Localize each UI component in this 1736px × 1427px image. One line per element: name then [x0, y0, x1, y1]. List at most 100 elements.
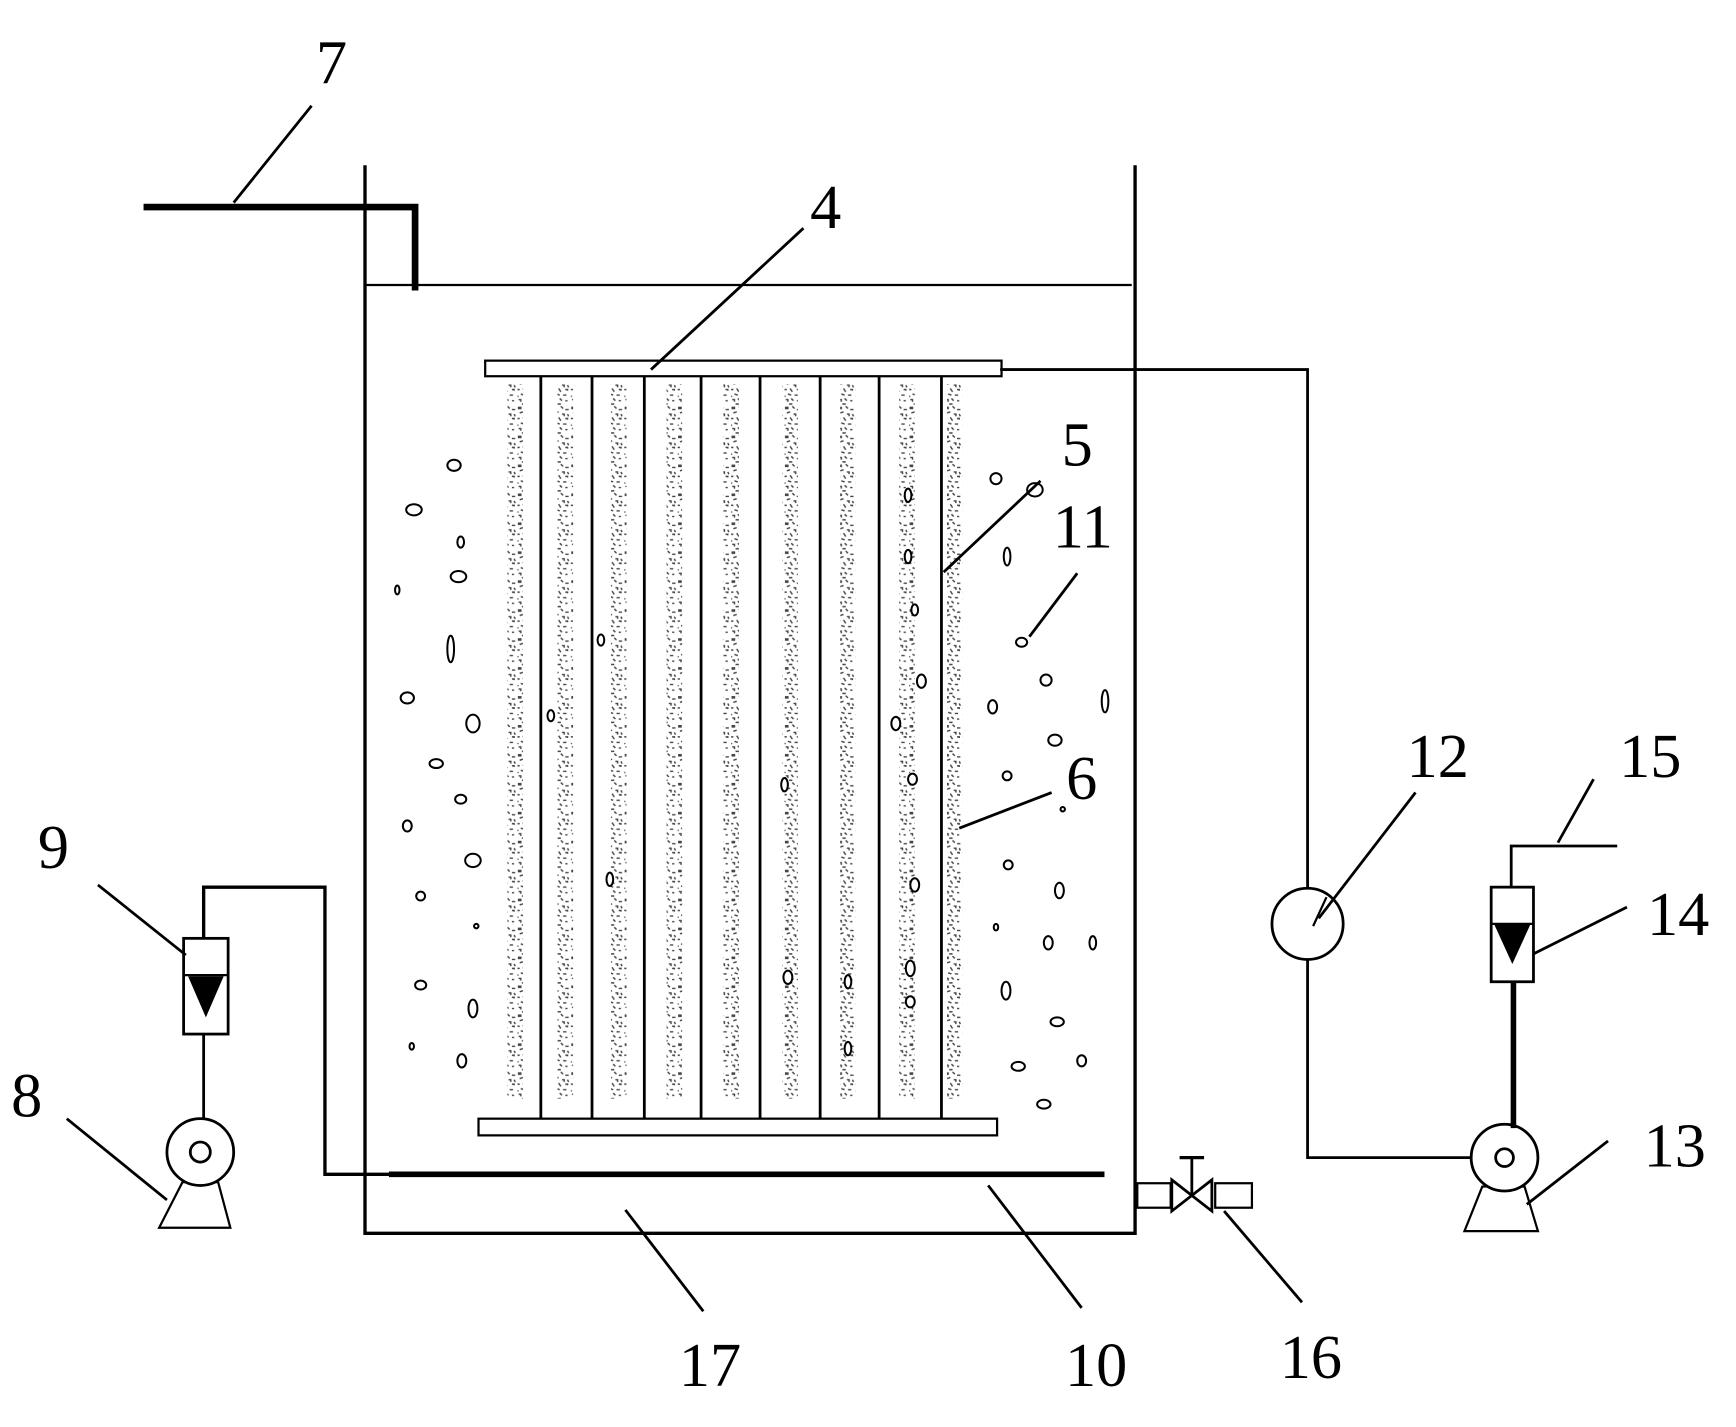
air-bubble: [473, 922, 480, 930]
air-bubble: [428, 758, 444, 770]
callout-14: 14: [1647, 880, 1709, 949]
stipple-band: [782, 384, 798, 1099]
bottom-header: [477, 1117, 999, 1137]
callout-6: 6: [1066, 744, 1097, 813]
air-bubble: [907, 772, 918, 786]
air-bubble: [446, 634, 456, 664]
air-bubble: [780, 777, 789, 793]
stipple-band: [840, 384, 856, 1099]
leader-line-4: [650, 227, 805, 371]
leader-line-5: [942, 479, 1042, 574]
stipple-band: [610, 384, 627, 1099]
air-supply-pipe: [201, 885, 394, 1176]
air-bubble: [596, 633, 606, 647]
outlet-pipe: [1509, 844, 1618, 889]
air-bubble: [1026, 482, 1044, 498]
air-bubble: [1010, 1060, 1026, 1072]
air-bubble: [1000, 980, 1012, 1001]
callout-9: 9: [38, 813, 69, 882]
air-bubble: [915, 673, 927, 689]
leader-line-11: [1028, 572, 1079, 638]
leader-line-13: [1525, 1139, 1609, 1206]
top-header: [484, 359, 1003, 378]
air-bubble: [1088, 935, 1098, 951]
gauge-needle-icon: [1312, 896, 1328, 927]
leader-line-6: [958, 791, 1053, 830]
air-bubble: [464, 852, 482, 869]
air-bubble: [408, 1041, 415, 1051]
leader-line-9: [97, 883, 187, 957]
leader-line-8: [65, 1117, 168, 1202]
callout-15: 15: [1619, 722, 1681, 791]
callout-5: 5: [1062, 410, 1093, 479]
air-bubble: [415, 890, 427, 902]
air-bubble: [456, 1053, 468, 1069]
air-bubble: [1076, 1054, 1088, 1068]
air-bubble: [1002, 859, 1014, 871]
permeate-pipe-lower: [1306, 958, 1473, 1160]
air-bubble: [546, 709, 556, 723]
air-bubble: [454, 793, 468, 805]
air-bubble: [1036, 1098, 1052, 1110]
pressure-gauge: [1270, 886, 1345, 961]
air-bubble: [465, 713, 481, 734]
flowmeter-float-icon: [1494, 924, 1531, 964]
callout-7: 7: [316, 28, 347, 97]
air-bubble: [1002, 546, 1012, 567]
air-bubble: [909, 877, 921, 893]
leader-line-15: [1556, 778, 1595, 844]
callout-8: 8: [11, 1061, 42, 1130]
tank-wall: [363, 165, 1137, 1235]
leader-line-17: [624, 1209, 705, 1313]
stipple-band: [507, 384, 524, 1099]
air-bubble: [1047, 733, 1063, 747]
air-bubble: [903, 548, 913, 565]
air-bubble: [605, 871, 615, 888]
membrane-fibers: [539, 376, 943, 1119]
air-bubble: [843, 1040, 853, 1057]
air-bubble: [1059, 805, 1066, 813]
callout-16: 16: [1280, 1323, 1342, 1392]
callout-11: 11: [1053, 493, 1113, 562]
air-bubble: [1100, 689, 1110, 714]
air-bubble: [989, 472, 1003, 486]
air-bubble: [782, 969, 794, 985]
leader-line-16: [1223, 1210, 1304, 1304]
air-flowmeter: [182, 936, 230, 1036]
air-bubble: [904, 959, 916, 978]
air-bubble: [456, 535, 466, 549]
drain-valve: [1136, 1155, 1254, 1214]
leader-line-7: [232, 104, 313, 204]
stipple-band: [666, 384, 683, 1099]
air-bubble: [910, 603, 920, 617]
callout-13: 13: [1644, 1112, 1706, 1181]
air-bubble: [1015, 636, 1029, 648]
air-bubble: [1053, 881, 1065, 900]
leader-line-12: [1317, 791, 1417, 920]
air-bubble: [904, 995, 916, 1009]
suction-pump: [1462, 1122, 1540, 1233]
callout-12: 12: [1407, 722, 1469, 791]
membrane-module: [477, 359, 1003, 1137]
air-bubble: [401, 819, 413, 833]
stipple-band: [557, 384, 574, 1099]
air-bubble: [405, 503, 423, 517]
callout-4: 4: [810, 173, 841, 242]
air-bubble: [992, 922, 1000, 932]
flowmeter-float-icon: [188, 976, 224, 1018]
air-bubble: [1042, 935, 1054, 951]
permeate-pipe: [1000, 368, 1309, 890]
air-bubble: [1039, 673, 1053, 687]
callout-17: 17: [679, 1331, 741, 1400]
stipple-band: [899, 384, 915, 1099]
air-bubble: [446, 458, 462, 472]
air-bubble: [414, 979, 428, 991]
air-bubble: [394, 584, 401, 596]
air-pump: [157, 1117, 236, 1229]
inlet-pipe: [143, 203, 419, 291]
air-bubble: [449, 570, 468, 584]
callout-10: 10: [1065, 1331, 1127, 1400]
air-bubble: [399, 691, 415, 705]
outlet-flowmeter: [1489, 885, 1535, 984]
